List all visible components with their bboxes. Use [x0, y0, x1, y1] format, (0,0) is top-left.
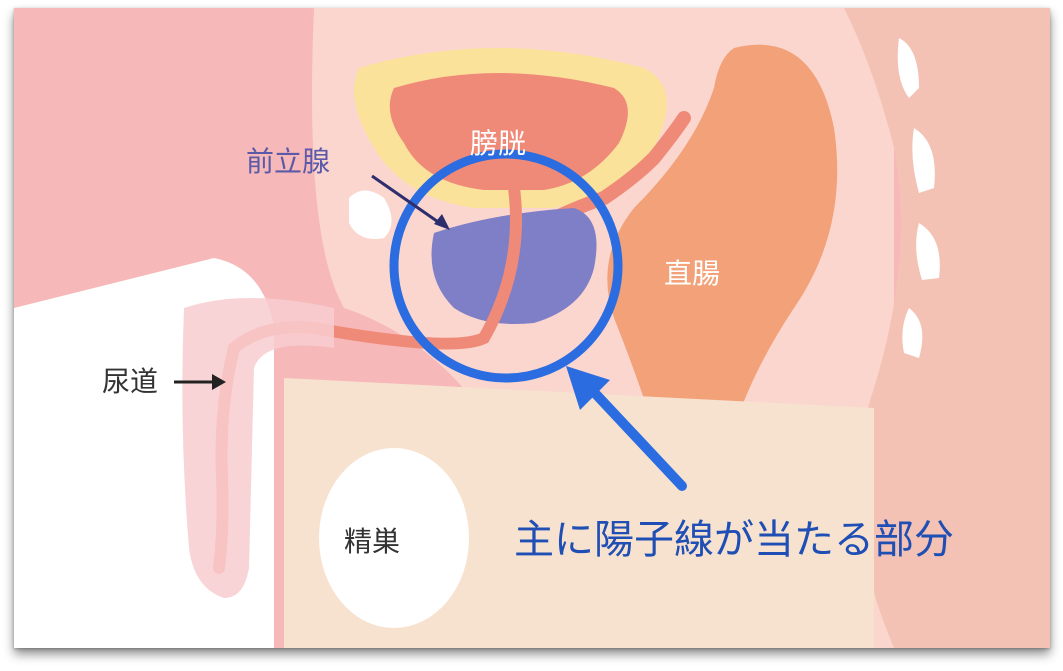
- bladder-label: 膀胱: [470, 130, 526, 158]
- rectum-label: 直腸: [664, 260, 720, 288]
- prostate-label: 前立腺: [246, 148, 330, 176]
- urethra-label: 尿道: [102, 368, 158, 396]
- caption-label: 主に陽子線が当たる部分: [514, 520, 954, 560]
- diagram-card: 前立腺 膀胱 直腸 尿道 精巣 主に陽子線が当たる部分: [14, 8, 1050, 648]
- testis-label: 精巣: [344, 528, 400, 556]
